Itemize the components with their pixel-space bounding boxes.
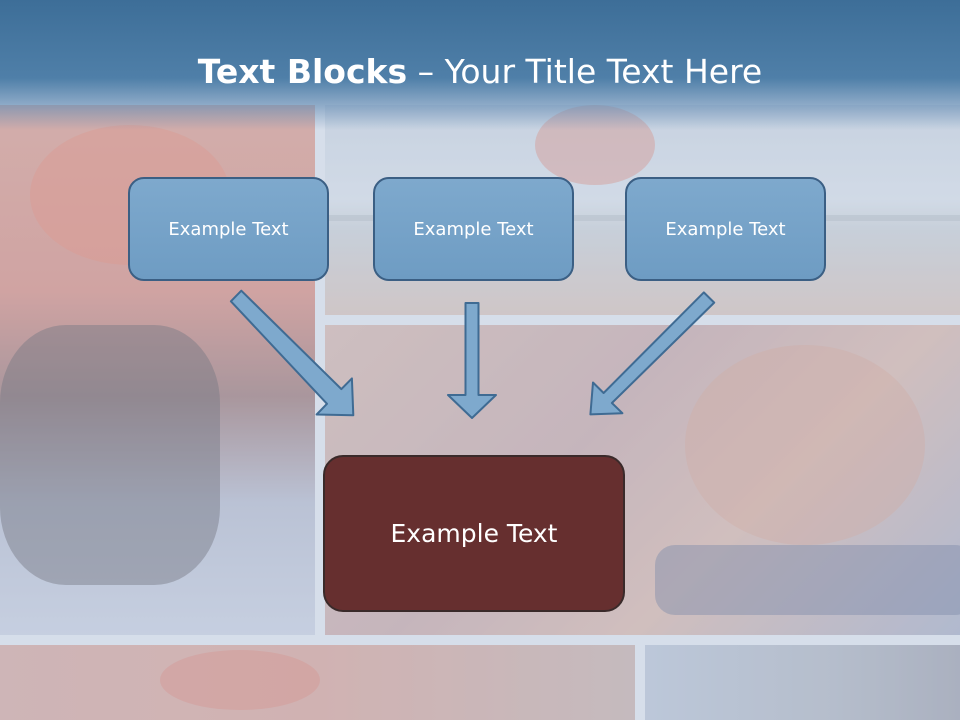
- runner-shorts-shape: [0, 325, 220, 585]
- text-block-2[interactable]: Example Text: [373, 177, 574, 281]
- photo-panel-bottom-right: [645, 645, 960, 720]
- arrow-right[interactable]: [589, 291, 716, 416]
- photo-panel-bottom-left: [0, 645, 635, 720]
- runner-shape-bottom: [160, 650, 320, 710]
- slide-title[interactable]: Text Blocks – Your Title Text Here: [0, 52, 960, 91]
- text-block-3-label: Example Text: [665, 218, 786, 240]
- text-block-1-label: Example Text: [168, 218, 289, 240]
- text-block-3[interactable]: Example Text: [625, 177, 826, 281]
- arrow-center[interactable]: [447, 302, 497, 419]
- torso-shape: [685, 345, 925, 545]
- target-text-block[interactable]: Example Text: [323, 455, 625, 612]
- title-bold-part: Text Blocks: [197, 52, 408, 91]
- title-rest-part: – Your Title Text Here: [407, 52, 763, 91]
- waistband-shape: [655, 545, 960, 615]
- title-bar: [0, 0, 960, 130]
- target-text-block-label: Example Text: [390, 519, 558, 548]
- text-block-2-label: Example Text: [413, 218, 534, 240]
- arrow-left[interactable]: [229, 289, 355, 417]
- text-block-1[interactable]: Example Text: [128, 177, 329, 281]
